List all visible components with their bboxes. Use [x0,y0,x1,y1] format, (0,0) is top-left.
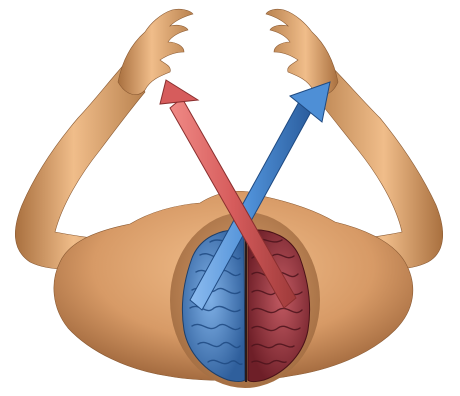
illustration-canvas [0,0,460,396]
brain-crossover-illustration [0,0,460,396]
